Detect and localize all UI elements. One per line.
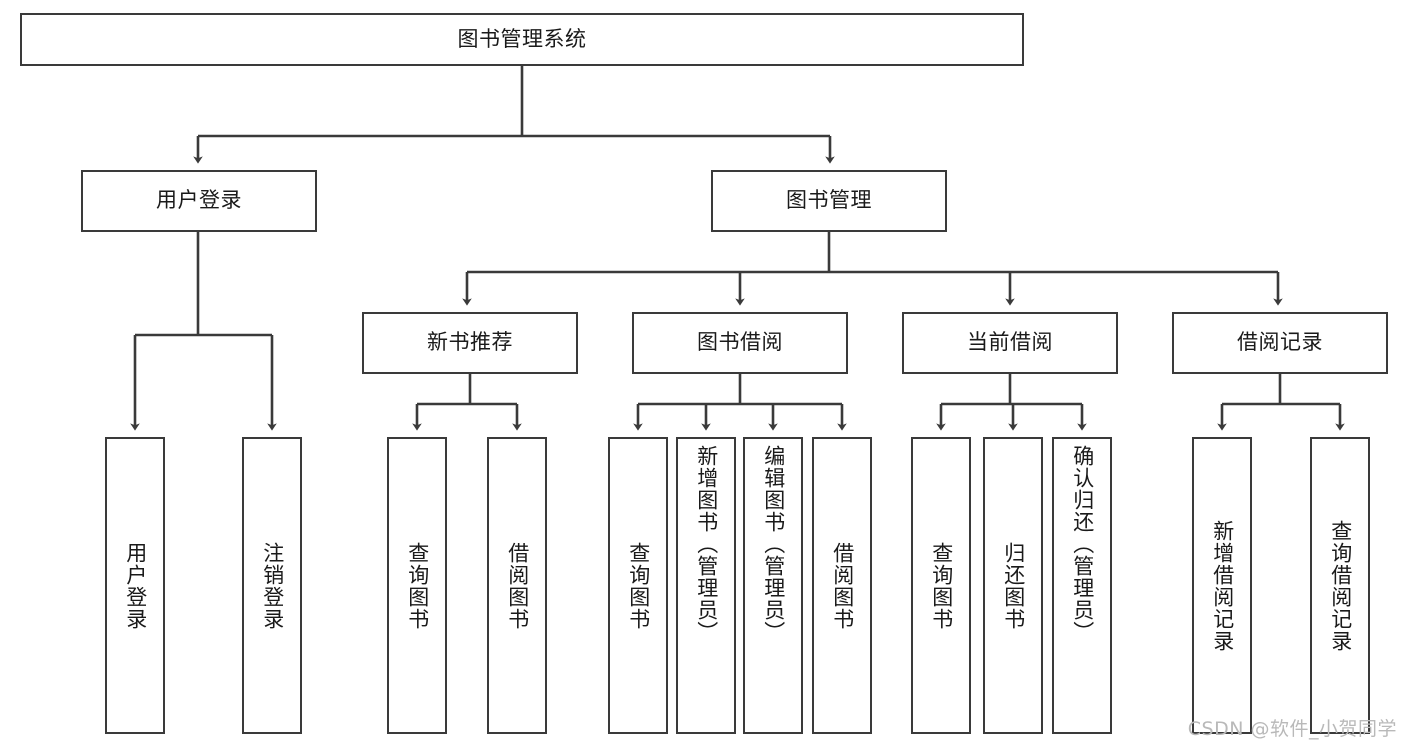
node-user-login[interactable]: 用户登录 [81,170,317,232]
node-book-borrow-label: 图书借阅 [697,330,783,355]
node-book-borrow[interactable]: 图书借阅 [632,312,848,374]
leaf-query-borrow-record[interactable]: 查询借阅记录 [1310,437,1370,734]
leaf-borrow-book-recommend[interactable]: 借阅图书 [487,437,547,734]
node-book-manage-label: 图书管理 [786,188,872,213]
connector-userlogin-to-leaves [130,232,277,431]
leaf-add-borrow-record[interactable]: 新增借阅记录 [1192,437,1252,734]
leaf-borrow-book[interactable]: 借阅图书 [812,437,872,734]
leaf-add-borrow-record-label: 新增借阅记录 [1210,519,1235,652]
leaf-edit-book[interactable]: 编辑图书（管理员） [743,437,803,734]
node-user-login-label: 用户登录 [156,188,242,213]
leaf-return-book[interactable]: 归还图书 [983,437,1043,734]
connector-root-to-level2 [193,66,835,164]
leaf-borrow-book-recommend-label: 借阅图书 [505,541,530,630]
node-root-system[interactable]: 图书管理系统 [20,13,1024,66]
leaf-query-book-recommend-label: 查询图书 [405,541,430,630]
leaf-user-login-label: 用户登录 [123,541,148,630]
leaf-user-login[interactable]: 用户登录 [105,437,165,734]
node-current-borrow-label: 当前借阅 [967,330,1053,355]
leaf-query-book-recommend[interactable]: 查询图书 [387,437,447,734]
leaf-confirm-return[interactable]: 确认归还（管理员） [1052,437,1112,734]
leaf-logout-login-label: 注销登录 [260,541,285,630]
connector-currentborrow-to-leaves [936,374,1087,431]
node-book-manage[interactable]: 图书管理 [711,170,947,232]
connector-borrowrecord-to-leaves [1217,374,1345,431]
leaf-query-borrow-record-label: 查询借阅记录 [1328,519,1353,652]
node-borrow-record-label: 借阅记录 [1237,330,1323,355]
node-new-book-recommend-label: 新书推荐 [427,330,513,355]
node-new-book-recommend[interactable]: 新书推荐 [362,312,578,374]
leaf-edit-book-label: 编辑图书（管理员） [761,445,786,643]
leaf-query-book-borrow-label: 查询图书 [626,541,651,630]
leaf-query-book-borrow[interactable]: 查询图书 [608,437,668,734]
leaf-add-book[interactable]: 新增图书（管理员） [676,437,736,734]
connector-newbook-to-leaves [412,374,522,431]
leaf-add-book-label: 新增图书（管理员） [694,445,719,643]
leaf-return-book-label: 归还图书 [1001,541,1026,630]
node-root-system-label: 图书管理系统 [457,26,587,51]
connector-bookborrow-to-leaves [633,374,847,431]
node-current-borrow[interactable]: 当前借阅 [902,312,1118,374]
node-borrow-record[interactable]: 借阅记录 [1172,312,1388,374]
leaf-borrow-book-label: 借阅图书 [830,541,855,630]
connector-bookmanage-to-level3 [462,232,1283,306]
leaf-logout-login[interactable]: 注销登录 [242,437,302,734]
leaf-confirm-return-label: 确认归还（管理员） [1070,445,1095,643]
leaf-query-book-current-label: 查询图书 [929,541,954,630]
leaf-query-book-current[interactable]: 查询图书 [911,437,971,734]
